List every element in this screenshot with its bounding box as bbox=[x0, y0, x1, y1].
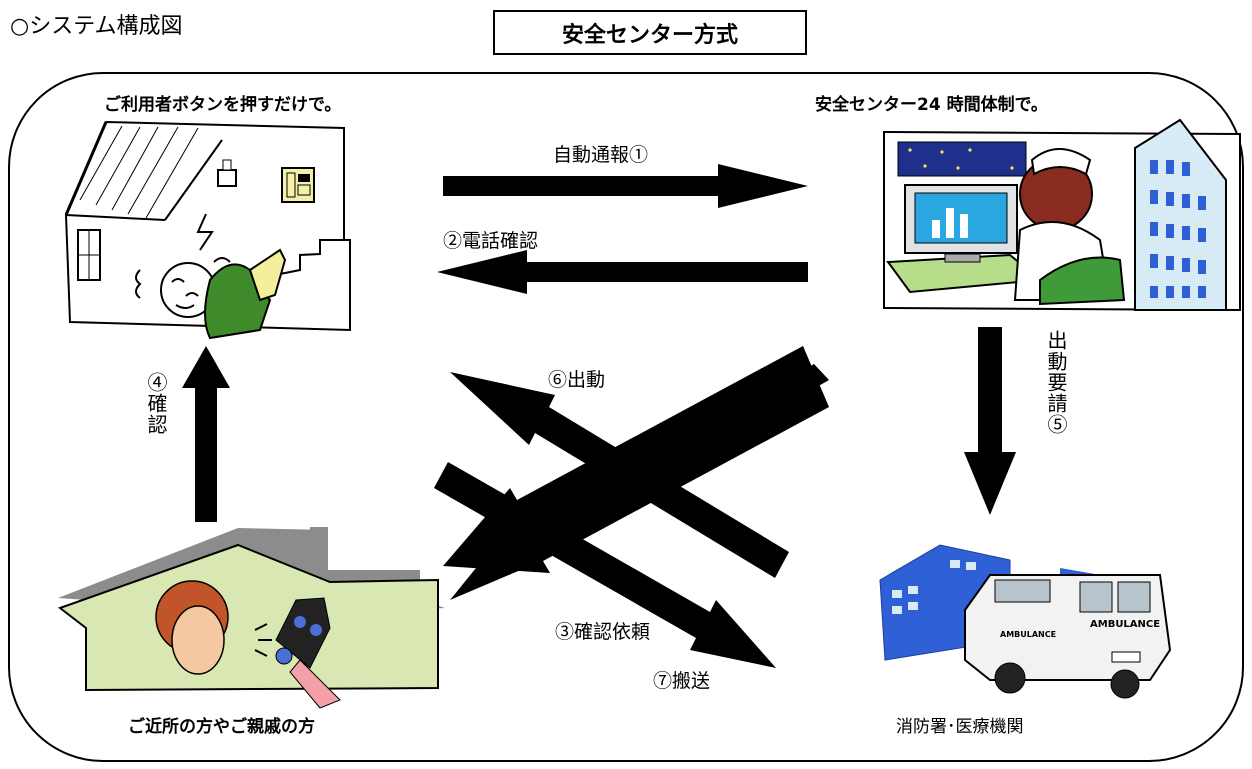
svg-text:AMBULANCE: AMBULANCE bbox=[1090, 619, 1160, 630]
arrow-confirm-request bbox=[450, 372, 789, 578]
user-home-caption: ご利用者ボタンを押すだけで。 bbox=[104, 95, 342, 115]
svg-text:AMBULANCE: AMBULANCE bbox=[1000, 630, 1056, 639]
fire-medical-illustration: AMBULANCE AMBULANCE bbox=[879, 544, 1172, 699]
dispatch-label: ⑥出動 bbox=[548, 369, 606, 391]
dispatch-request-label: 出動要請⑤ bbox=[1044, 330, 1068, 435]
user-home-illustration bbox=[64, 120, 351, 340]
confirm-request-label: ③確認依頼 bbox=[555, 621, 651, 643]
arrow-dispatch-request bbox=[964, 327, 1016, 515]
night-sky-icon bbox=[897, 141, 1027, 177]
neighbor-house-illustration bbox=[57, 527, 445, 709]
diagram-frame bbox=[8, 72, 1244, 762]
auto-report-label: 自動通報① bbox=[553, 144, 649, 166]
arrow-transport bbox=[434, 462, 776, 668]
center-caption: 安全センター24 時間体制で。 bbox=[815, 95, 1048, 115]
arrow-check bbox=[182, 346, 230, 522]
page-heading: ○システム構成図 bbox=[10, 14, 183, 39]
safety-center-illustration bbox=[883, 118, 1241, 312]
fire-medical-caption: 消防署･医療機関 bbox=[896, 717, 1024, 737]
neighbor-caption: ご近所の方やご親戚の方 bbox=[128, 717, 315, 737]
phone-confirm-label: ②電話確認 bbox=[443, 230, 539, 252]
transport-label: ⑦搬送 bbox=[653, 670, 711, 692]
diagram-title: 安全センター方式 bbox=[493, 10, 807, 55]
check-label: ④確認 bbox=[144, 372, 168, 435]
arrow-phone-confirm bbox=[437, 250, 808, 294]
alarm-button-icon bbox=[217, 169, 237, 187]
arrow-auto-report bbox=[443, 164, 808, 208]
